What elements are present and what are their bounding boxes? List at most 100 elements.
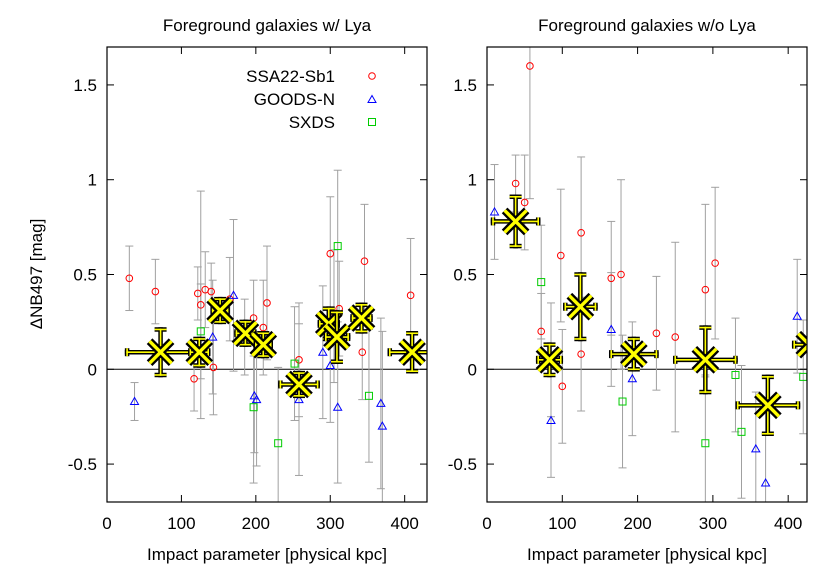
point-sxds [537, 278, 546, 287]
mean-point [347, 302, 376, 334]
means-right [490, 194, 807, 436]
point-sxds [618, 397, 627, 406]
panel-right: Foreground galaxies w/o Lya -0.500.511.5… [448, 16, 808, 564]
ytick-label: 0.5 [73, 266, 97, 285]
point-ssa22 [207, 287, 215, 296]
mean-point [672, 325, 738, 395]
mean-point [387, 331, 427, 374]
mean-point [608, 336, 659, 372]
ytick-label: 1 [468, 171, 477, 190]
chart-title-left: Foreground galaxies w/ Lya [163, 16, 372, 35]
ytick-label: -0.5 [68, 455, 97, 474]
point-ssa22 [617, 270, 625, 279]
xtick-label: 100 [548, 514, 576, 533]
point-sxds [737, 427, 746, 436]
point-goods [251, 394, 262, 404]
panel-left: Foreground galaxies w/ Lya -0.500.511.5 … [27, 16, 428, 564]
point-ssa22 [520, 198, 529, 207]
point-ssa22 [558, 382, 567, 391]
point-ssa22 [671, 333, 680, 341]
yticks-left: -0.500.511.5 [68, 76, 427, 474]
point-ssa22 [406, 291, 415, 300]
mean-point [535, 342, 564, 378]
point-goods [228, 290, 239, 299]
point-goods [760, 478, 771, 487]
x-axis-label-left: Impact parameter [physical kpc] [147, 545, 387, 564]
point-sxds [290, 359, 299, 368]
plot-area-left [107, 169, 427, 502]
xtick-label: 0 [102, 514, 111, 533]
mean-point [563, 272, 598, 342]
xtick-label: 100 [167, 514, 195, 533]
point-ssa22 [701, 285, 710, 294]
point-ssa22 [193, 289, 202, 298]
point-ssa22 [209, 363, 218, 372]
ytick-label: 0.5 [453, 266, 477, 285]
mean-point [249, 330, 278, 359]
yticks-right: -0.500.511.5 [448, 76, 807, 474]
point-goods [627, 373, 638, 383]
point-ssa22 [125, 274, 134, 283]
point-sxds [701, 439, 710, 448]
legend-label-goods: GOODS-N [254, 90, 335, 109]
mean-point [124, 327, 197, 378]
point-goods [489, 206, 500, 216]
legend-label-sxds: SXDS [289, 113, 335, 132]
legend-marker-sxds [368, 118, 376, 126]
point-ssa22 [263, 299, 271, 307]
point-ssa22 [526, 62, 534, 70]
mean-point [791, 330, 807, 359]
point-goods [546, 415, 556, 424]
point-ssa22 [577, 228, 585, 237]
point-ssa22 [577, 350, 585, 358]
mean-point [185, 336, 214, 368]
point-goods [207, 332, 218, 341]
xtick-label: 300 [316, 514, 344, 533]
point-goods [377, 421, 388, 430]
xtick-label: 200 [242, 514, 270, 533]
ytick-label: 1.5 [73, 76, 97, 95]
ytick-label: -0.5 [448, 455, 477, 474]
point-goods [375, 398, 386, 407]
point-ssa22 [607, 274, 616, 283]
mean-point [206, 296, 234, 325]
point-ssa22 [190, 374, 198, 383]
point-goods [129, 396, 140, 406]
point-ssa22 [652, 329, 661, 338]
ytick-label: 1 [88, 171, 97, 190]
point-ssa22 [556, 251, 565, 260]
point-goods [332, 402, 343, 411]
mean-point [735, 374, 801, 436]
xtick-label: 400 [774, 514, 802, 533]
point-goods [294, 394, 304, 404]
point-ssa22 [151, 287, 160, 296]
point-goods [792, 311, 803, 320]
legend-marker-ssa22 [368, 72, 376, 80]
point-sxds [364, 391, 373, 400]
mean-point [490, 194, 541, 249]
point-sxds [196, 327, 205, 336]
point-sxds [731, 370, 740, 379]
point-goods [317, 347, 328, 356]
legend-marker-goods [367, 94, 377, 103]
point-sxds [333, 242, 342, 251]
point-ssa22 [360, 257, 369, 266]
point-ssa22 [711, 259, 719, 267]
point-goods [606, 324, 617, 333]
means-left [124, 296, 427, 399]
y-axis-label: ΔNB497 [mag] [27, 219, 46, 330]
ytick-label: 0 [468, 360, 477, 379]
plot-area-right [487, 47, 807, 502]
point-ssa22 [259, 323, 268, 332]
xtick-label: 200 [623, 514, 651, 533]
x-axis-label-right: Impact parameter [physical kpc] [527, 545, 767, 564]
point-sxds [274, 439, 283, 448]
point-goods [325, 360, 336, 369]
point-ssa22 [537, 327, 546, 336]
legend-label-ssa22: SSA22-Sb1 [246, 67, 335, 86]
mean-point [323, 310, 351, 364]
errorbars-left [125, 169, 415, 502]
